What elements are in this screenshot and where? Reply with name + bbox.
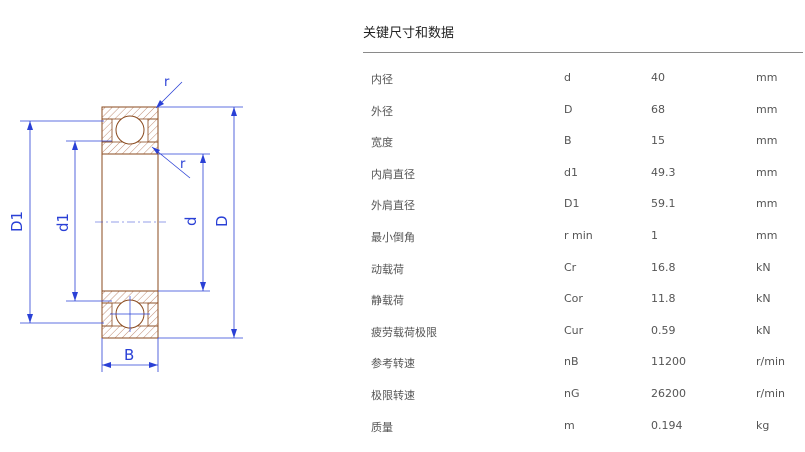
table-row: 最小倒角 r min 1 mm (363, 219, 803, 251)
spec-name: 宽度 (371, 136, 393, 150)
table-row: 外径 D 68 mm (363, 93, 803, 125)
spec-name: 动载荷 (371, 262, 404, 276)
spec-name: 质量 (371, 420, 393, 434)
spec-name: 静载荷 (371, 294, 404, 308)
dimension-arrows (27, 100, 237, 368)
spec-unit: mm (756, 165, 778, 179)
spec-unit: r/min (756, 386, 785, 400)
table-row: 静载荷 Cor 11.8 kN (363, 282, 803, 314)
spec-symbol: d (564, 71, 571, 84)
label-r-top: r (164, 75, 170, 90)
spec-unit: mm (756, 102, 778, 116)
spec-value: 26200 (651, 386, 686, 400)
table-row: 内径 d 40 mm (363, 61, 803, 93)
spec-unit: mm (756, 71, 778, 84)
label-r-mid: r (180, 157, 186, 172)
bearing-section-drawing: D1 d1 d D B r r (8, 75, 243, 372)
top-ring-section (101, 106, 159, 155)
spec-symbol: nG (564, 386, 580, 400)
spec-name: 外径 (371, 104, 393, 118)
spec-symbol: Cr (564, 260, 577, 274)
spec-symbol: r min (564, 228, 593, 242)
spec-value: 1 (651, 228, 658, 242)
spec-name: 参考转速 (371, 357, 415, 371)
spec-symbol: B (564, 134, 572, 148)
spec-name: 疲劳载荷极限 (371, 325, 437, 339)
spec-symbol: Cur (564, 323, 584, 337)
spec-value: 40 (651, 71, 665, 84)
spec-symbol: d1 (564, 165, 578, 179)
spec-symbol: D1 (564, 197, 580, 211)
ball-top (115, 115, 145, 145)
spec-unit: kN (756, 323, 771, 337)
dimension-lines (20, 81, 243, 372)
table-row: 外肩直径 D1 59.1 mm (363, 187, 803, 219)
spec-name: 内径 (371, 73, 393, 86)
spec-title: 关键尺寸和数据 (363, 26, 455, 41)
title-divider (363, 52, 803, 53)
spec-unit: kN (756, 292, 771, 306)
spec-symbol: nB (564, 355, 579, 369)
spec-unit: kN (756, 260, 771, 274)
table-row: 极限转速 nG 26200 r/min (363, 377, 803, 409)
spec-table: 内径 d 40 mm 外径 D 68 mm 宽度 B 15 mm 内肩直径 d1 49.3 mm 外肩直径 D1 5… (363, 61, 803, 440)
spec-unit: mm (756, 228, 778, 242)
spec-unit: kg (756, 418, 770, 432)
spec-value: 59.1 (651, 197, 676, 211)
label-d1: d1 (54, 213, 72, 232)
spec-symbol: D (564, 102, 573, 116)
spec-symbol: m (564, 418, 575, 432)
table-row: 参考转速 nB 11200 r/min (363, 345, 803, 377)
spec-value: 11.8 (651, 292, 676, 306)
spec-value: 0.59 (651, 323, 676, 337)
spec-value: 0.194 (651, 418, 683, 432)
spec-value: 49.3 (651, 165, 676, 179)
spec-name: 外肩直径 (371, 199, 415, 213)
table-row: 疲劳载荷极限 Cur 0.59 kN (363, 314, 803, 346)
spec-value: 15 (651, 134, 665, 148)
spec-name: 内肩直径 (371, 167, 415, 181)
table-row: 动载荷 Cr 16.8 kN (363, 251, 803, 283)
spec-symbol: Cor (564, 292, 583, 306)
spec-unit: r/min (756, 355, 785, 369)
table-row: 宽度 B 15 mm (363, 124, 803, 156)
spec-name: 最小倒角 (371, 230, 415, 244)
table-row: 内肩直径 d1 49.3 mm (363, 156, 803, 188)
table-row: 质量 m 0.194 kg (363, 409, 803, 441)
label-D: D (213, 215, 231, 227)
label-D1: D1 (8, 211, 26, 232)
bottom-ring-section (101, 290, 159, 339)
label-B: B (124, 346, 134, 364)
spec-unit: mm (756, 197, 778, 211)
spec-name: 极限转速 (371, 388, 415, 402)
spec-value: 11200 (651, 355, 686, 369)
spec-unit: mm (756, 134, 778, 148)
spec-value: 16.8 (651, 260, 676, 274)
label-d: d (182, 216, 200, 226)
spec-value: 68 (651, 102, 665, 116)
